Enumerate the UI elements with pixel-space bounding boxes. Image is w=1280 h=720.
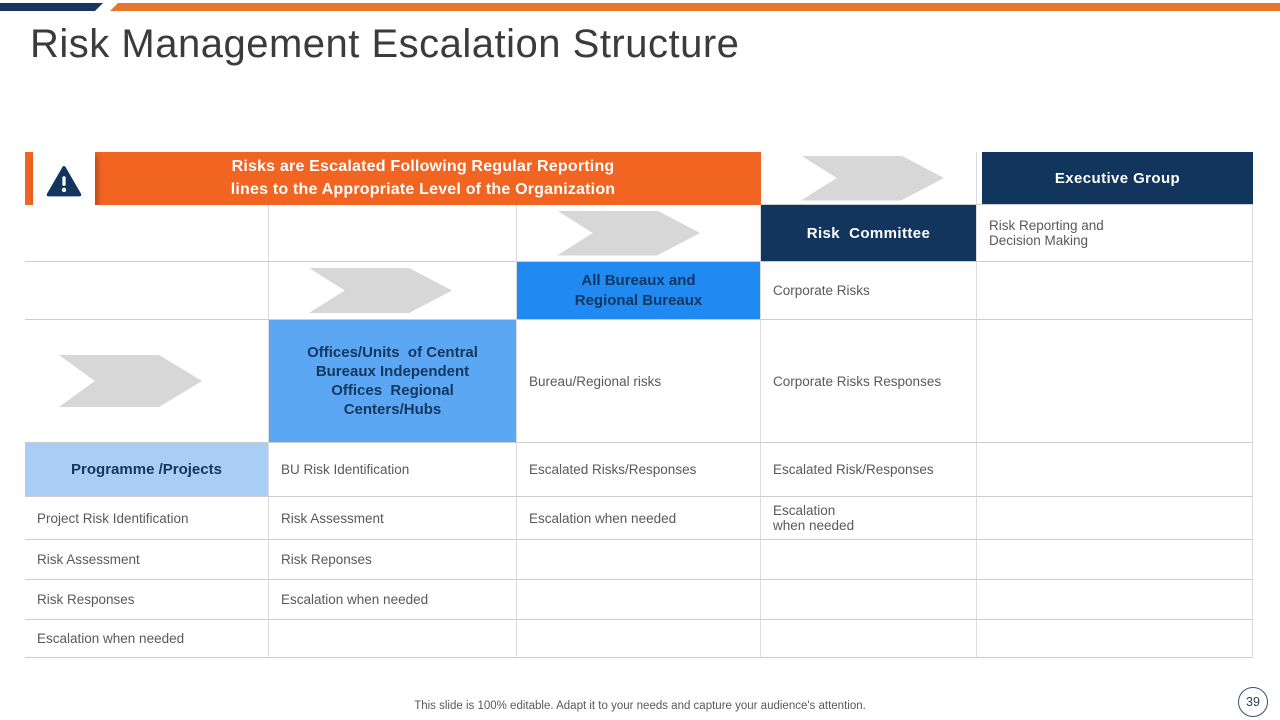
empty-cell [977, 497, 1253, 540]
empty-cell [761, 580, 977, 620]
empty-cell [977, 443, 1253, 497]
empty-cell [517, 580, 761, 620]
empty-cell [25, 262, 269, 320]
cell-escalation-when-needed: Escalation when needed [25, 620, 269, 658]
offices-units-cell: Offices/Units of Central Bureaux Indepen… [269, 320, 517, 443]
all-bureaux-box: All Bureaux and Regional Bureaux [517, 262, 760, 319]
empty-cell [977, 540, 1253, 580]
cell-risk-reporting: Risk Reporting and Decision Making [977, 205, 1253, 262]
flow-arrow-icon [557, 210, 700, 256]
empty-cell [269, 620, 517, 658]
executive-group-cell: Executive Group [977, 152, 1253, 205]
cell-escalation-when-needed: Escalation when needed [761, 497, 977, 540]
empty-cell [25, 205, 269, 262]
escalation-table: Risks are Escalated Following Regular Re… [25, 152, 1253, 658]
cell-escalated-risks-responses: Escalated Risks/Responses [517, 443, 761, 497]
flow-arrow-cell [517, 205, 761, 262]
flow-arrow-cell [761, 152, 977, 205]
cell-corporate-risks: Corporate Risks [761, 262, 977, 320]
cell-risk-responses: Risk Responses [25, 580, 269, 620]
cell-escalated-risk-responses: Escalated Risk/Responses [761, 443, 977, 497]
cell-corporate-risks-responses: Corporate Risks Responses [761, 320, 977, 443]
flow-arrow-cell [269, 262, 517, 320]
top-accent-bar [0, 3, 1280, 11]
executive-group-box: Executive Group [982, 152, 1253, 204]
cell-escalation-when-needed: Escalation when needed [269, 580, 517, 620]
flow-arrow-icon [801, 155, 944, 201]
page-number-badge: 39 [1238, 687, 1268, 717]
flow-arrow-icon [59, 355, 202, 407]
risk-committee-cell: Risk Committee [761, 205, 977, 262]
empty-cell [761, 540, 977, 580]
empty-cell [977, 580, 1253, 620]
escalation-banner: Risks are Escalated Following Regular Re… [25, 152, 761, 205]
empty-cell [517, 620, 761, 658]
page-title: Risk Management Escalation Structure [30, 22, 740, 66]
empty-cell [269, 205, 517, 262]
warning-icon-box [33, 152, 95, 205]
offices-units-box: Offices/Units of Central Bureaux Indepen… [269, 320, 516, 442]
cell-risk-assessment: Risk Assessment [269, 497, 517, 540]
warning-triangle-icon [46, 165, 82, 196]
all-bureaux-cell: All Bureaux and Regional Bureaux [517, 262, 761, 320]
empty-cell [517, 540, 761, 580]
banner-text: Risks are Escalated Following Regular Re… [230, 158, 616, 198]
flow-arrow-icon [309, 268, 452, 313]
empty-cell [977, 320, 1253, 443]
cell-risk-reponses: Risk Reponses [269, 540, 517, 580]
cell-risk-assessment: Risk Assessment [25, 540, 269, 580]
empty-cell [977, 620, 1253, 658]
cell-bureau-regional-risks: Bureau/Regional risks [517, 320, 761, 443]
cell-project-risk-identification: Project Risk Identification [25, 497, 269, 540]
top-bar-navy-segment [0, 3, 103, 11]
programme-projects-cell: Programme /Projects [25, 443, 269, 497]
risk-committee-box: Risk Committee [761, 205, 976, 261]
empty-cell [761, 620, 977, 658]
cell-escalation-when-needed: Escalation when needed [517, 497, 761, 540]
cell-bu-risk-identification: BU Risk Identification [269, 443, 517, 497]
empty-cell [977, 262, 1253, 320]
top-bar-orange-segment [110, 3, 1280, 11]
flow-arrow-cell [25, 320, 269, 443]
programme-projects-box: Programme /Projects [25, 443, 268, 496]
editable-note: This slide is 100% editable. Adapt it to… [414, 700, 866, 712]
